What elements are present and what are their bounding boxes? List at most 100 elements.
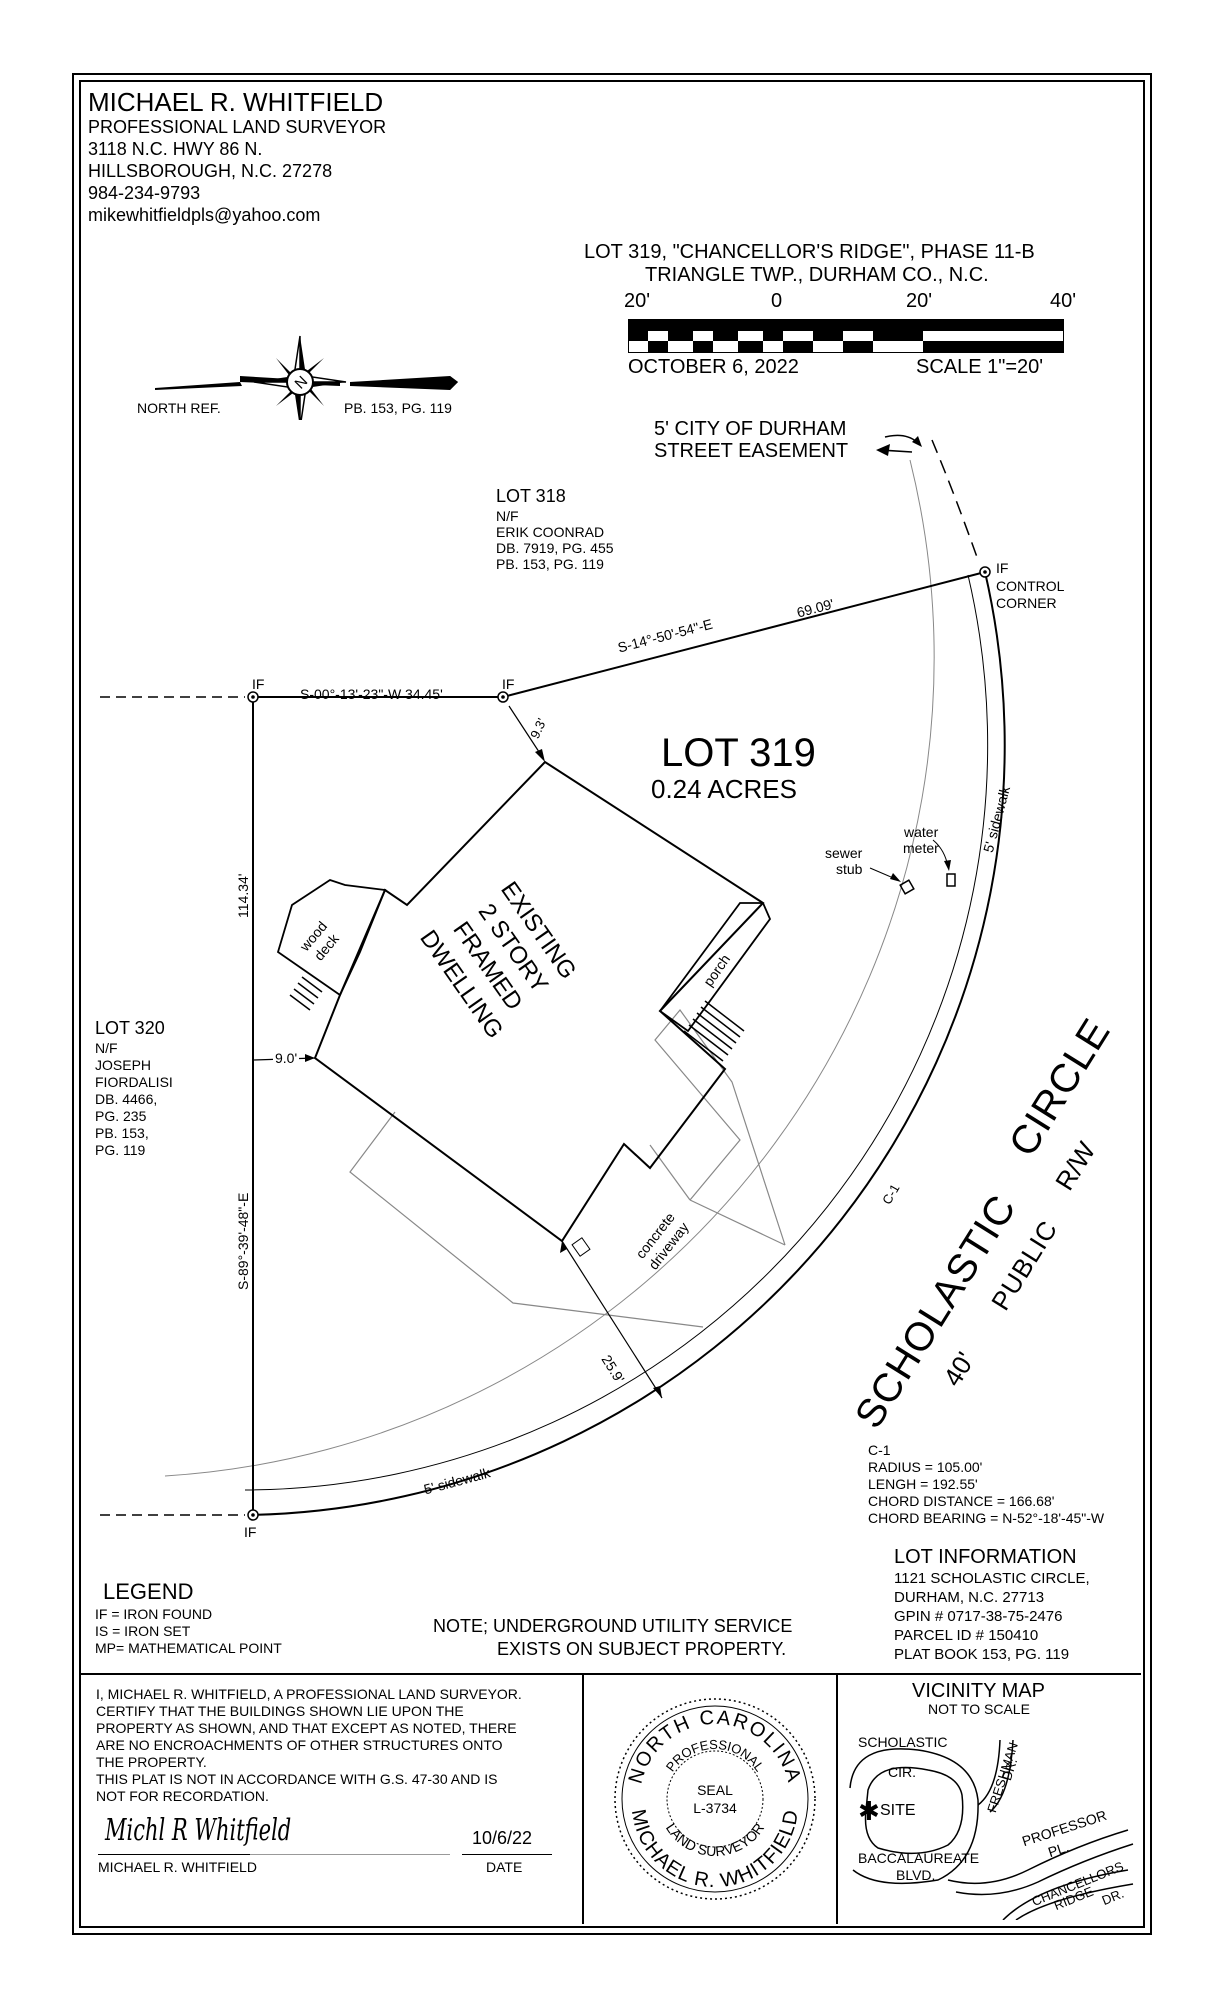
seal-center1: SEAL — [697, 1782, 733, 1798]
vicinity-baccalaureate: BACCALAUREATE — [858, 1850, 980, 1866]
curve-table-radius: RADIUS = 105.00' — [868, 1459, 983, 1475]
plat-scale: SCALE 1"=20' — [916, 356, 1044, 378]
panel-divider-left — [582, 1673, 584, 1924]
lot-info-parcel: PARCEL ID # 150410 — [894, 1627, 1039, 1644]
lot318-owner: ERIK COONRAD — [496, 524, 605, 540]
signature-line — [98, 1854, 378, 1855]
seal-center2: L-3734 — [693, 1800, 737, 1816]
signature: Michl R Whitfield — [105, 1813, 292, 1848]
sewer-stub-line2: stub — [836, 861, 863, 877]
north-arrow-icon: N — [155, 335, 458, 420]
lot320-plat2: PG. 119 — [95, 1142, 146, 1158]
surveyor-title: PROFESSIONAL LAND SURVEYOR — [88, 117, 387, 137]
legend-item-if: IF = IRON FOUND — [95, 1606, 213, 1622]
if-top-mid: IF — [502, 676, 515, 692]
scale-label-0: 0 — [771, 290, 783, 312]
plat-title-line2: TRIANGLE TWP., DURHAM CO., N.C. — [645, 264, 989, 286]
signature-caption: MICHAEL R. WHITFIELD — [98, 1859, 257, 1875]
plat-drawing — [100, 434, 1006, 1521]
lot320-owner1: JOSEPH — [95, 1057, 152, 1073]
scale-bar — [628, 319, 1064, 353]
west-line-distance: 114.34' — [235, 873, 251, 918]
lot319-acres: 0.24 ACRES — [651, 774, 797, 804]
cert-line3: PROPERTY AS SHOWN, AND THAT EXCEPT AS NO… — [96, 1720, 517, 1736]
water-meter-line1: water — [904, 824, 939, 840]
surveyor-address1: 3118 N.C. HWY 86 N. — [88, 139, 263, 159]
date-caption: DATE — [486, 1859, 523, 1875]
sewer-stub-line1: sewer — [825, 845, 863, 861]
lot318-deed: DB. 7919, PG. 455 — [496, 540, 614, 556]
north-line-bearing: S-00°-13'-23"-W 34.45' — [300, 686, 443, 702]
control-line2: CORNER — [996, 595, 1057, 611]
vicinity-cir: CIR. — [888, 1764, 916, 1780]
plat-title-line1: LOT 319, "CHANCELLOR'S RIDGE", PHASE 11-… — [584, 241, 1035, 263]
scale-label-20-left: 20' — [624, 290, 651, 312]
signature-line-gray — [250, 1854, 450, 1855]
vicinity-map — [849, 1739, 1134, 1920]
svg-text:LAND SURVEYOR: LAND SURVEYOR — [663, 1820, 767, 1859]
curve-table-bearing: CHORD BEARING = N-52°-18'-45"-W — [868, 1510, 1105, 1526]
if-top-left: IF — [252, 676, 265, 692]
vicinity-subtitle: NOT TO SCALE — [928, 1701, 1030, 1717]
panel-divider-right — [836, 1673, 838, 1924]
control-if: IF — [996, 560, 1009, 576]
lot-info-address: 1121 SCHOLASTIC CIRCLE, — [894, 1570, 1090, 1587]
lot-info-gpin: GPIN # 0717-38-75-2476 — [894, 1608, 1063, 1625]
lot320-deed2: PG. 235 — [95, 1108, 147, 1124]
cert-line5: THE PROPERTY. — [96, 1754, 207, 1770]
surveyor-phone: 984-234-9793 — [88, 183, 201, 203]
legend-title: LEGEND — [103, 1579, 194, 1604]
lot320-owner2: FIORDALISI — [95, 1074, 173, 1090]
west-line-bearing: S-89°-39'-48"-E — [235, 1192, 251, 1290]
surveyor-name: MICHAEL R. WHITFIELD — [88, 87, 384, 117]
easement-arrow — [876, 434, 922, 456]
lot-info-title: LOT INFORMATION — [894, 1546, 1077, 1568]
lot320-title: LOT 320 — [95, 1018, 165, 1038]
legend-item-mp: MP= MATHEMATICAL POINT — [95, 1640, 282, 1656]
vicinity-site: SITE — [880, 1802, 916, 1819]
easement-line1: 5' CITY OF DURHAM — [654, 418, 847, 440]
dwelling-outline — [313, 760, 765, 1243]
cert-line7: NOT FOR RECORDATION. — [96, 1788, 269, 1804]
lot320-nf: N/F — [95, 1040, 118, 1056]
lot318-plat: PB. 153, PG. 119 — [496, 556, 604, 572]
easement-line2: STREET EASEMENT — [654, 440, 849, 462]
vicinity-scholastic: SCHOLASTIC — [858, 1734, 948, 1750]
date-line — [462, 1854, 552, 1855]
cert-line4: ARE NO ENCROACHMENTS OF OTHER STRUCTURES… — [96, 1737, 503, 1753]
control-line1: CONTROL — [996, 578, 1065, 594]
plat-date: OCTOBER 6, 2022 — [628, 356, 799, 378]
curve-table-length: LENGH = 192.55' — [868, 1476, 978, 1492]
curve-table-name: C-1 — [868, 1442, 891, 1458]
cert-date: 10/6/22 — [472, 1828, 533, 1848]
lot319-title: LOT 319 — [661, 731, 816, 775]
bottom-panel-divider — [81, 1673, 1141, 1675]
surveyor-email: mikewhitfieldpls@yahoo.com — [88, 205, 321, 225]
scale-label-20-right: 20' — [906, 290, 933, 312]
site-star-icon: ✱ — [858, 1796, 880, 1826]
lot318-title: LOT 318 — [496, 486, 566, 506]
surveyor-address2: HILLSBOROUGH, N.C. 27278 — [88, 161, 333, 181]
setback-side: 9.0' — [273, 1050, 300, 1067]
north-ref-label: NORTH REF. — [137, 400, 221, 416]
lot318-nf: N/F — [496, 508, 519, 524]
lot320-plat1: PB. 153, — [95, 1125, 149, 1141]
seal-professional: PROFESSIONAL — [663, 1737, 767, 1774]
legend-item-is: IS = IRON SET — [95, 1623, 191, 1639]
lot-info-plat: PLAT BOOK 153, PG. 119 — [894, 1646, 1070, 1663]
surveyor-seal: NORTH CAROLINA MICHAEL R. WHITFIELD PROF… — [614, 1698, 816, 1900]
lot-info-city: DURHAM, N.C. 27713 — [894, 1589, 1045, 1606]
cert-line6: THIS PLAT IS NOT IN ACCORDANCE WITH G.S.… — [96, 1771, 498, 1787]
cert-line1: I, MICHAEL R. WHITFIELD, A PROFESSIONAL … — [96, 1686, 522, 1702]
north-ref-plat: PB. 153, PG. 119 — [344, 400, 452, 416]
svg-text:PROFESSIONAL: PROFESSIONAL — [663, 1737, 767, 1774]
cert-line2: CERTIFY THAT THE BUILDINGS SHOWN LIE UPO… — [96, 1703, 464, 1719]
vicinity-title: VICINITY MAP — [912, 1680, 1045, 1702]
curve-table-chord: CHORD DISTANCE = 166.68' — [868, 1493, 1055, 1509]
scale-label-40: 40' — [1050, 290, 1077, 312]
lot320-deed1: DB. 4466, — [95, 1091, 158, 1107]
vicinity-blvd: BLVD. — [896, 1867, 936, 1883]
inner-border — [79, 80, 1145, 1928]
seal-land: LAND SURVEYOR — [663, 1820, 767, 1859]
if-bottom: IF — [244, 1524, 257, 1540]
